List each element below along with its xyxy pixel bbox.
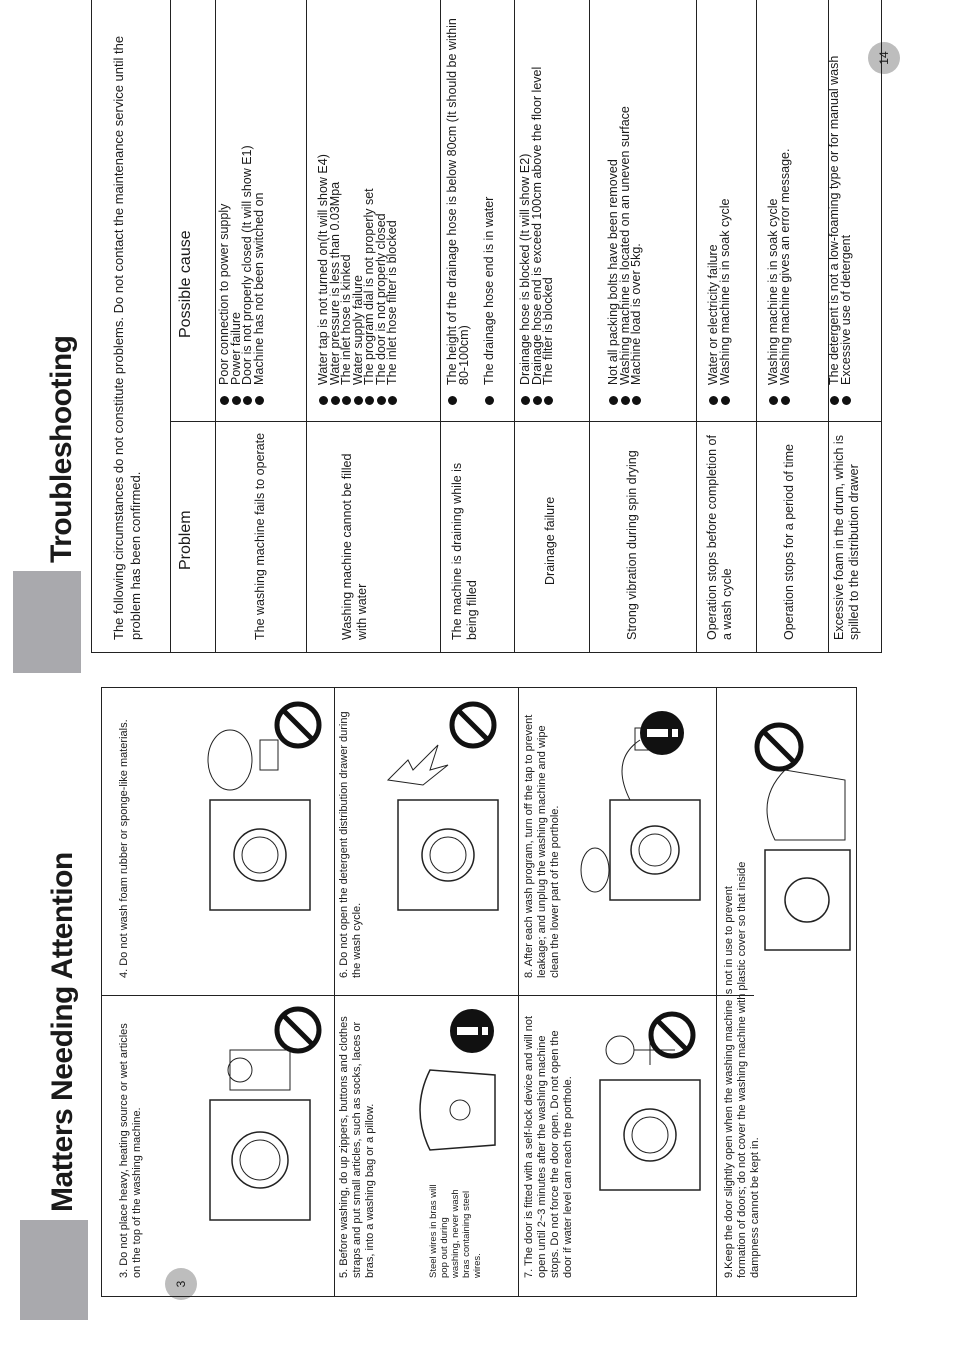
illustration-washing-bag	[419, 1069, 496, 1151]
bullet-icon	[365, 396, 374, 405]
matters-item-4-text: 4. Do not wash foam rubber or sponge-lik…	[118, 719, 130, 978]
matters-row-divider	[334, 688, 335, 1296]
matters-item-5-text: 5. Before washing, do up zippers, button…	[338, 1016, 376, 1278]
bullet-icon	[388, 396, 397, 405]
problem-cell: Operation stops for a period of time	[782, 444, 796, 640]
cause-cell: The height of the drainage hose is below…	[445, 15, 496, 415]
bullet-icon	[342, 396, 351, 405]
table-col-divider	[170, 421, 881, 422]
cause-item: Excessive use of detergent	[839, 15, 853, 415]
matters-col-divider	[102, 995, 754, 996]
problem-cell: Washing machine cannot be filled with wa…	[340, 453, 369, 640]
bullet-icon	[620, 396, 630, 405]
illustration-door-ajar	[764, 769, 851, 951]
table-rule	[696, 0, 697, 652]
bullet-icon	[448, 396, 457, 405]
cause-cell: Water or electricity failure Washing mac…	[706, 15, 732, 415]
bullet-icon	[769, 396, 778, 405]
section-tab-troubleshooting	[13, 571, 81, 673]
cause-item: The drainage hose end is in water	[482, 15, 496, 415]
illustration-unplug-and-wipe	[580, 727, 701, 901]
bullet-icon	[830, 396, 839, 405]
bullet-icon	[720, 396, 730, 405]
cause-cell: Drainage hose is blocked (It will show E…	[518, 15, 555, 415]
cause-item: Machine load is over 5kg.	[629, 15, 643, 415]
bullet-icon	[231, 396, 241, 405]
bullet-icon	[485, 396, 494, 405]
bullet-icon	[632, 396, 641, 405]
prohibited-icon	[754, 722, 804, 772]
troubleshooting-intro: The following circumstances do not const…	[111, 35, 143, 640]
table-rule	[589, 0, 590, 652]
matters-title: Matters Needing Attention	[46, 852, 79, 1212]
bullet-icon	[376, 396, 386, 405]
matters-item-6-text: 6. Do not open the detergent distributio…	[338, 711, 363, 978]
matters-item-5-note: Steel wires in bras will pop out during …	[428, 1184, 483, 1278]
troubleshooting-title: Troubleshooting	[45, 335, 78, 563]
cause-item: The inlet hose filter is blocked	[385, 15, 399, 415]
illustration-sponge-materials	[207, 729, 311, 911]
matters-item-8-text: 8. After each wash program, turn off the…	[523, 714, 561, 978]
problem-cell: Operation stops before completion of a w…	[705, 435, 734, 640]
problem-cell: Drainage failure	[543, 496, 557, 585]
cause-cell: Water tap is not turned on(It will show …	[316, 15, 399, 415]
problem-cell: The machine is draining while is being f…	[450, 462, 479, 640]
problem-cell: The washing machine fails to operate	[253, 432, 267, 640]
problem-cell: Excessive foam in the drum, which is spi…	[832, 435, 861, 640]
matters-item-7-text: 7. The door is fitted with a self-lock d…	[523, 1015, 574, 1278]
prohibited-icon	[274, 701, 322, 749]
header-problem: Problem	[177, 510, 194, 570]
cause-item: Machine has not been switched on	[252, 15, 266, 415]
table-rule	[306, 0, 307, 652]
bullet-icon	[521, 396, 530, 405]
prohibited-icon	[274, 1006, 322, 1054]
table-rule	[440, 0, 441, 652]
cause-cell: Washing machine is in soak cycle Washing…	[766, 15, 792, 415]
bullet-icon	[330, 396, 340, 405]
matters-item-3-text: 3. Do not place heavy, heating source or…	[118, 1023, 143, 1278]
cause-item: The filter is blocked	[541, 15, 555, 415]
table-rule	[756, 0, 757, 652]
bullet-icon	[609, 396, 618, 405]
illustration-heavy-objects-on-machine	[209, 1049, 311, 1221]
prohibited-icon	[449, 701, 497, 749]
bullet-icon	[780, 396, 790, 405]
prohibited-icon	[648, 1011, 696, 1059]
cause-cell: Poor connection to power supply Power fa…	[217, 15, 266, 415]
cause-cell: Not all packing bolts have been removed …	[606, 15, 643, 415]
illustration-detergent-drawer	[386, 744, 499, 911]
header-possible-cause: Possible cause	[177, 230, 194, 338]
mandatory-icon	[450, 1009, 494, 1053]
cause-item: The height of the drainage hose is below…	[445, 15, 471, 415]
bullet-icon	[243, 396, 252, 405]
bullet-icon	[841, 396, 851, 405]
cause-item: Washing machine gives an error message.	[778, 15, 792, 415]
bullet-icon	[532, 396, 542, 405]
matters-row-divider	[518, 688, 519, 1296]
table-rule	[514, 0, 515, 652]
problem-cell: Strong vibration during spin drying	[625, 450, 639, 640]
bullet-icon	[319, 396, 328, 405]
table-rule	[170, 0, 171, 652]
bullet-icon	[709, 396, 718, 405]
bullet-icon	[544, 396, 553, 405]
cause-cell: The detergent is not a low-foaming type …	[827, 15, 853, 415]
bullet-icon	[254, 396, 264, 405]
table-rule	[215, 0, 216, 652]
mandatory-icon	[640, 711, 684, 755]
bullet-icon	[353, 396, 363, 405]
section-tab-matters	[20, 1220, 88, 1320]
bullet-icon	[220, 396, 229, 405]
cause-item: Washing machine is in soak cycle	[718, 15, 732, 415]
